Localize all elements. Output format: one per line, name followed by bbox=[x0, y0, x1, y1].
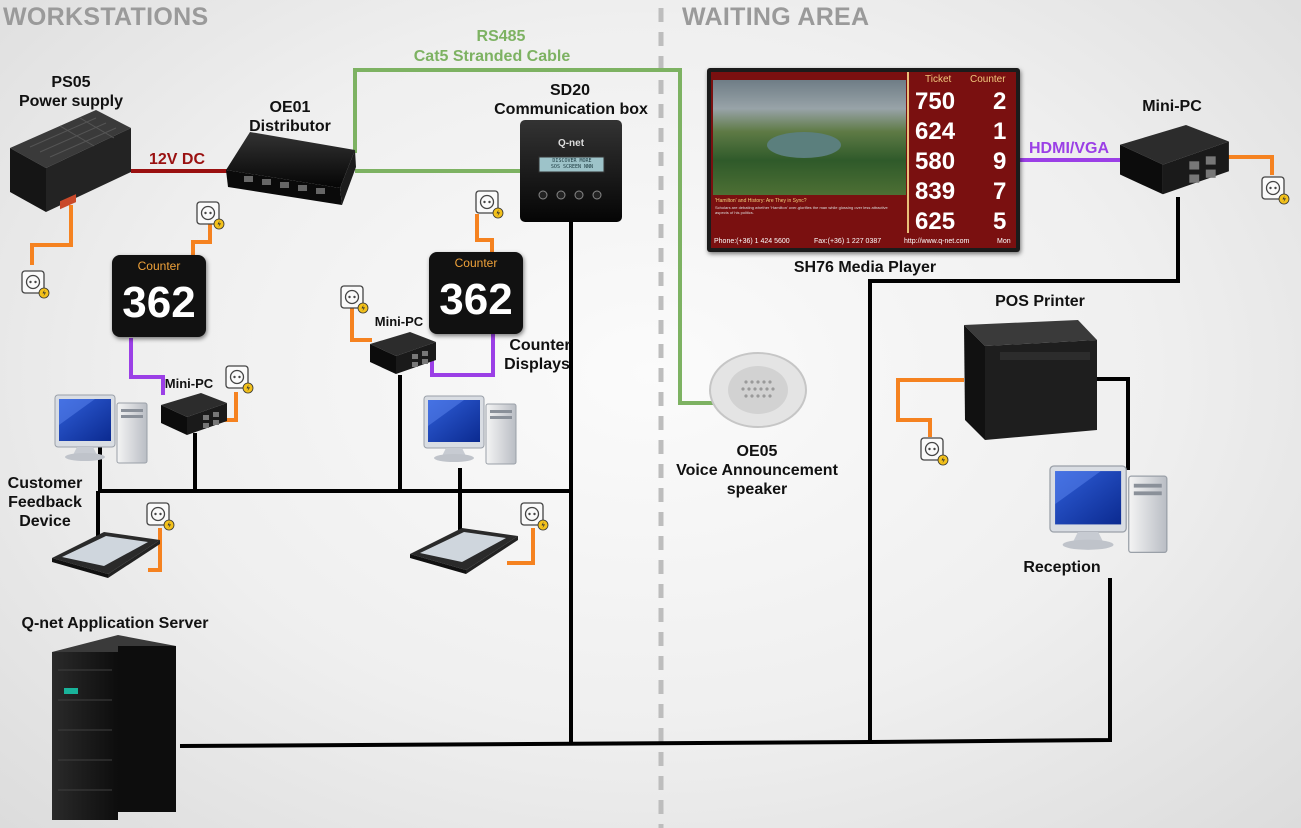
footer-url: http://www.q-net.com bbox=[904, 238, 970, 245]
queue-row: 750 2 bbox=[909, 88, 1011, 118]
minipc-mid-label: Mini-PC bbox=[374, 314, 424, 329]
media-player-footer: Phone:(+36) 1 424 5600 Fax:(+36) 1 227 0… bbox=[711, 235, 1016, 248]
queue-row: 624 1 bbox=[909, 118, 1011, 148]
oe05-name: OE05 bbox=[736, 443, 778, 460]
power-socket-icon bbox=[520, 502, 549, 531]
customer-feedback-tablet-icon bbox=[52, 532, 160, 578]
communication-box-icon bbox=[520, 120, 622, 222]
minipc-left-label: Mini-PC bbox=[164, 376, 214, 391]
counter-number: 9 bbox=[993, 148, 1007, 175]
counter-display-number: 362 bbox=[122, 278, 196, 327]
sd20-brand: Q-net bbox=[557, 138, 585, 149]
footer-day: Mon bbox=[997, 238, 1011, 245]
news-headline: 'Hamilton' and History: Are They in Sync… bbox=[715, 198, 807, 204]
counter-header: Counter bbox=[970, 74, 1006, 85]
queue-row: 580 9 bbox=[909, 148, 1011, 178]
power-socket-icon bbox=[225, 365, 254, 394]
sd20-screen-line1: DISCOVER MORE bbox=[552, 158, 592, 164]
sh76-label: SH76 Media Player bbox=[793, 259, 937, 276]
reception-pc-icon bbox=[1049, 465, 1168, 553]
ticket-number: 624 bbox=[915, 118, 956, 145]
queue-row: 625 5 bbox=[909, 208, 1011, 238]
power-socket-icon bbox=[146, 502, 175, 531]
power-socket-icon bbox=[21, 270, 50, 299]
oe05-desc2: speaker bbox=[726, 481, 788, 498]
customer-feedback-tablet-icon bbox=[410, 528, 518, 574]
workstation-pc-icon bbox=[423, 395, 517, 465]
power-socket-icon bbox=[340, 285, 369, 314]
ticket-number: 839 bbox=[915, 178, 956, 205]
distributor-icon bbox=[226, 132, 356, 205]
media-player-screen: 'Hamilton' and History: Are They in Sync… bbox=[707, 68, 1020, 252]
rs485-cable bbox=[353, 68, 713, 405]
customer-feedback-label-1: Customer bbox=[7, 475, 83, 492]
power-supply-icon bbox=[10, 110, 131, 212]
cable-label-cat5: Cat5 Stranded Cable bbox=[413, 48, 571, 65]
power-cables bbox=[30, 155, 1274, 572]
sd20-screen: DISCOVER MORE SOS SCREEN NNN bbox=[541, 158, 603, 170]
power-socket-icon bbox=[920, 437, 949, 466]
section-title-workstations: WORKSTATIONS bbox=[3, 3, 209, 31]
queue-row: 839 7 bbox=[909, 178, 1011, 208]
speaker-icon bbox=[709, 352, 807, 428]
mini-pc-icon bbox=[1120, 125, 1229, 195]
ticket-number: 580 bbox=[915, 148, 956, 175]
customer-feedback-label-3: Device bbox=[19, 513, 71, 530]
mini-pc-icon bbox=[161, 393, 227, 435]
section-title-waiting-area: WAITING AREA bbox=[682, 3, 870, 31]
ticket-header: Ticket bbox=[925, 74, 952, 85]
oe01-name: OE01 bbox=[269, 99, 311, 116]
power-socket-icon bbox=[475, 190, 504, 219]
oe01-desc: Distributor bbox=[249, 118, 331, 135]
video-cables bbox=[129, 158, 1120, 395]
sd20-screen-line2: SOS SCREEN NNN bbox=[550, 164, 594, 170]
counter-display: Counter 362 bbox=[112, 255, 206, 337]
counter-display-title: Counter bbox=[454, 256, 498, 270]
pos-printer-icon bbox=[964, 320, 1097, 440]
cable-label-rs485: RS485 bbox=[476, 28, 526, 45]
column-divider bbox=[907, 72, 909, 233]
news-photo bbox=[713, 80, 906, 195]
media-player-display: 'Hamilton' and History: Are They in Sync… bbox=[711, 72, 1016, 248]
counter-display-title: Counter bbox=[137, 259, 181, 273]
application-server-icon bbox=[52, 635, 176, 820]
counter-number: 2 bbox=[993, 88, 1007, 115]
hdmi-label: HDMI/VGA bbox=[1029, 140, 1109, 157]
power-socket-icon bbox=[1261, 176, 1290, 205]
network-lines bbox=[96, 197, 1180, 748]
news-photo-lake bbox=[767, 132, 841, 158]
counter-displays-label-2: Displays bbox=[504, 356, 570, 373]
sd20-name: SD20 bbox=[549, 82, 591, 99]
counter-display: Counter 362 bbox=[429, 252, 523, 334]
pos-printer-label: POS Printer bbox=[995, 293, 1085, 310]
ps05-name: PS05 bbox=[51, 74, 91, 91]
ticket-number: 750 bbox=[915, 88, 956, 115]
reception-label: Reception bbox=[1023, 559, 1101, 576]
news-text: Scholars are debating whether 'Hamilton'… bbox=[715, 205, 888, 215]
counter-display-number: 362 bbox=[439, 275, 513, 324]
minipc-right-label: Mini-PC bbox=[1142, 98, 1202, 115]
counter-number: 5 bbox=[993, 208, 1007, 235]
ps05-desc: Power supply bbox=[18, 93, 124, 110]
ticket-number: 625 bbox=[915, 208, 956, 235]
customer-feedback-label-2: Feedback bbox=[8, 494, 82, 511]
app-server-label: Q-net Application Server bbox=[21, 615, 209, 632]
counter-number: 1 bbox=[993, 118, 1007, 145]
footer-phone: Phone:(+36) 1 424 5600 bbox=[714, 238, 790, 245]
sd20-desc: Communication box bbox=[494, 101, 648, 118]
counter-displays-label-1: Counter bbox=[509, 337, 571, 354]
counter-number: 7 bbox=[993, 178, 1007, 205]
mini-pc-icon bbox=[370, 332, 436, 374]
footer-fax: Fax:(+36) 1 227 0387 bbox=[814, 238, 882, 245]
oe05-desc1: Voice Announcement bbox=[676, 462, 838, 479]
voltage-label: 12V DC bbox=[148, 151, 206, 168]
